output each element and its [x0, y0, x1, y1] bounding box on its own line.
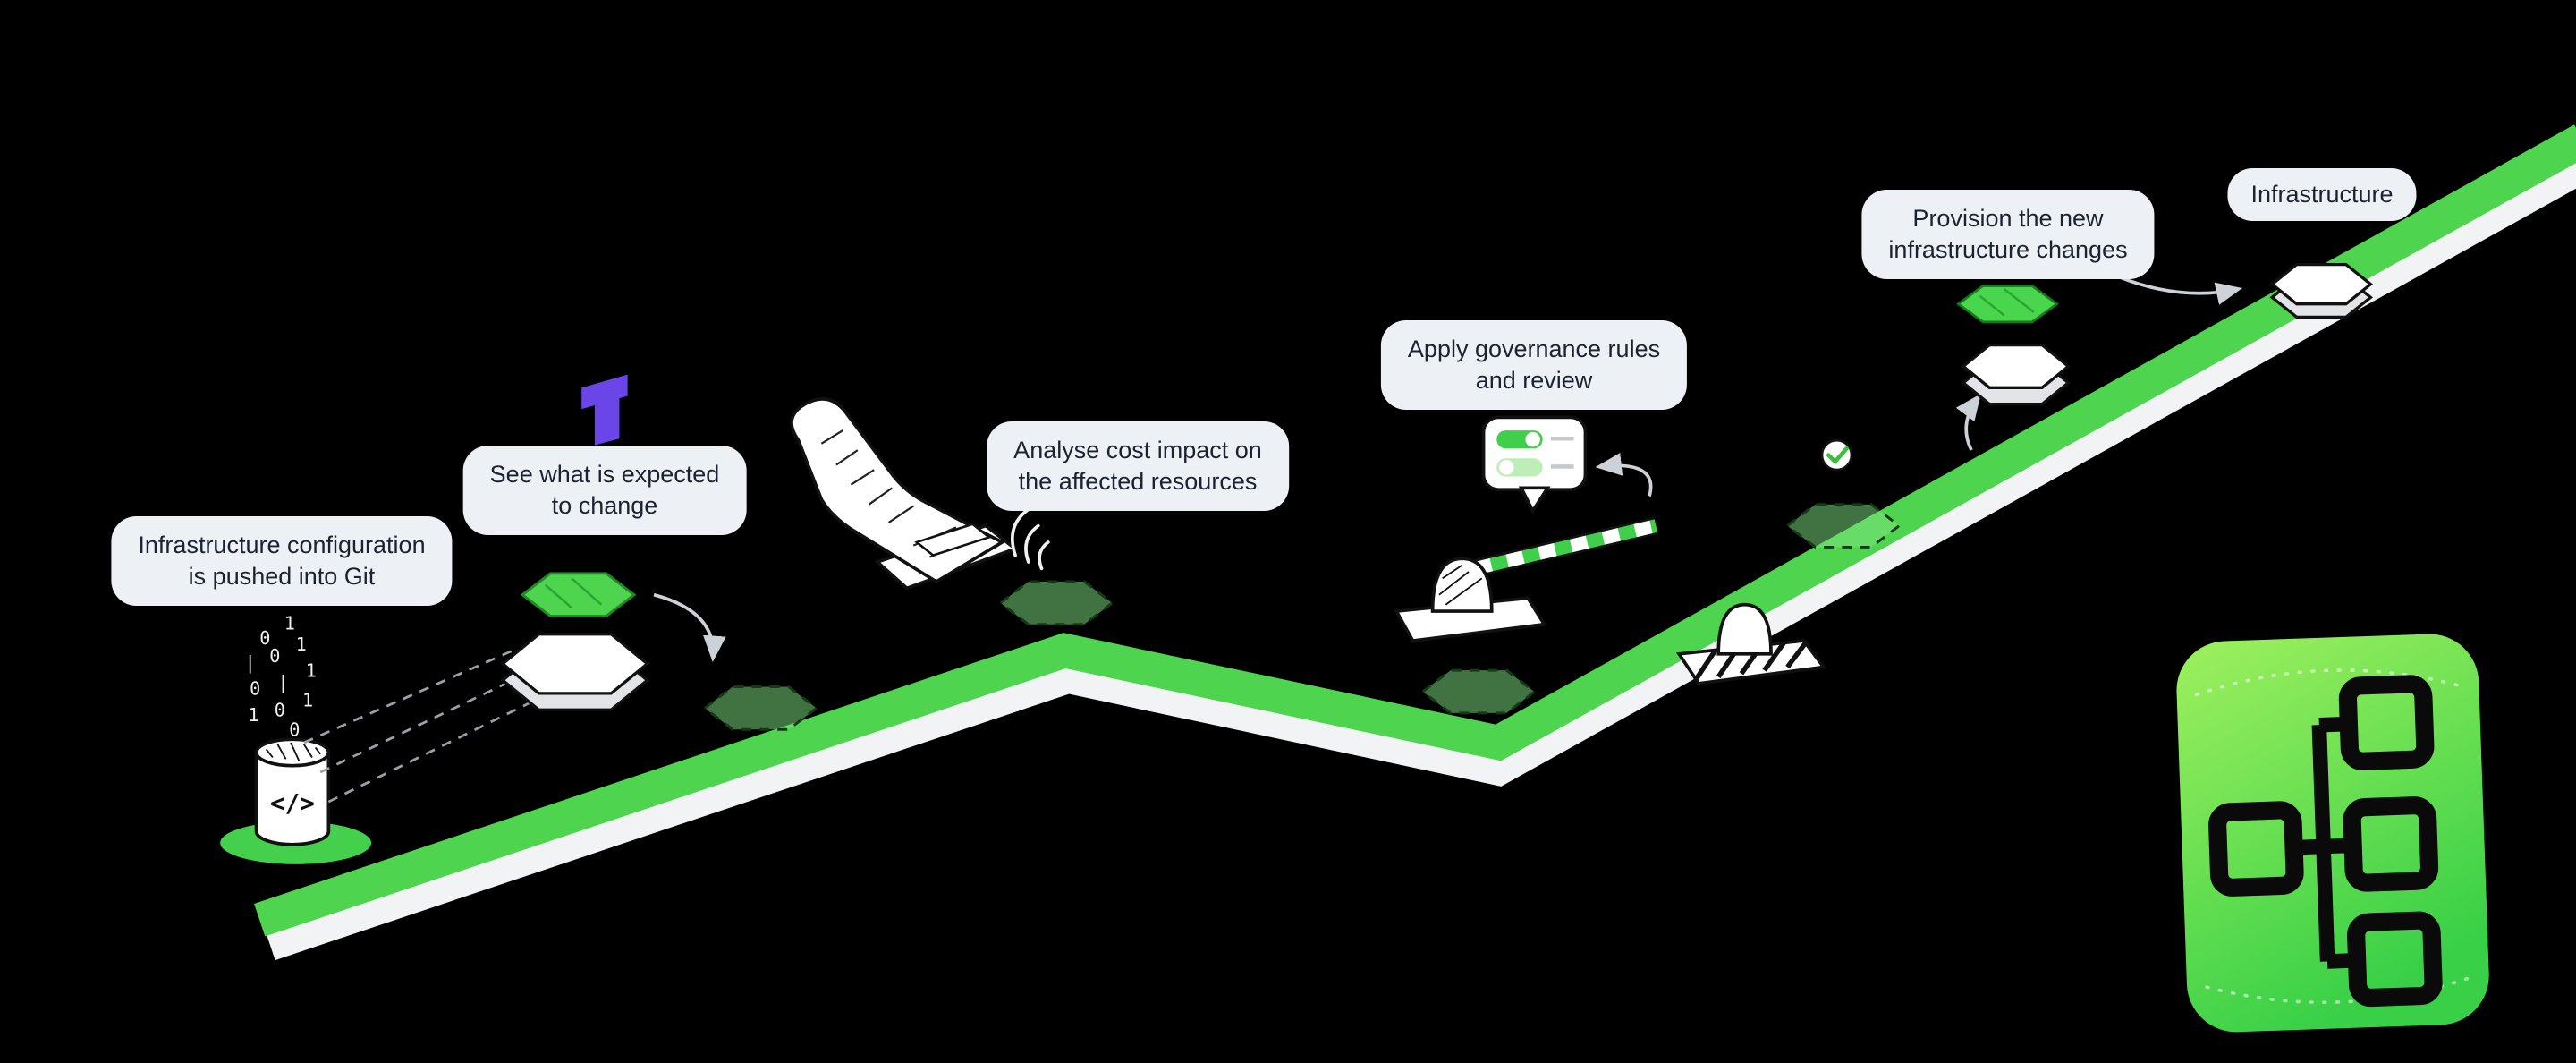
receipt-illustration [790, 397, 1019, 591]
gate-dome [1430, 557, 1494, 613]
sitemap-icon [2208, 675, 2443, 1008]
road-underside [263, 148, 2576, 961]
bollard-illustration [1675, 602, 1827, 685]
hex-plate-top [500, 633, 650, 695]
curved-arrow-to-road [653, 592, 726, 662]
callout-cost-impact: Analyse cost impact on the affected reso… [987, 421, 1289, 512]
infrastructure-hexagon [2269, 262, 2374, 319]
gate-arm [1473, 519, 1658, 575]
toggle-off-knob [1499, 460, 1514, 475]
code-can-illustration: </> 0 1 | 0 1 0 | 1 1 0 1 0 [220, 612, 530, 864]
white-hexagon-top [1961, 343, 2072, 389]
callout-infrastructure: Infrastructure [2227, 168, 2417, 222]
green-hexagon [520, 572, 637, 618]
code-symbol: </> [270, 789, 315, 818]
speech-bubble [1481, 415, 1588, 492]
svg-text:1: 1 [306, 660, 317, 682]
svg-text:0: 0 [275, 700, 285, 721]
gate-dome-hatch [1438, 564, 1483, 606]
toggles-bubble-illustration [1481, 415, 1653, 514]
waypoint-hexagons [702, 503, 1902, 731]
svg-text:0: 0 [250, 678, 260, 700]
hexagon-waypoint-4 [1784, 503, 1902, 549]
code-can-body [254, 752, 331, 846]
callout-governance-review: Apply governance rules and review [1380, 320, 1688, 411]
hexagon-waypoint-1 [702, 685, 819, 731]
green-hexagon-floating [1956, 285, 2059, 324]
logo-dotted-top [2194, 668, 2462, 697]
barrier-gate-illustration [1394, 516, 1658, 643]
terraform-logo [581, 374, 628, 446]
svg-text:|: | [277, 671, 288, 693]
svg-text:0: 0 [259, 627, 270, 649]
road [254, 124, 2576, 961]
svg-text:0: 0 [269, 645, 280, 667]
hexagon-waypoint-3 [1420, 668, 1537, 715]
receipt-paper [790, 397, 1006, 584]
can-lid-hatch [265, 742, 321, 761]
callout-provision-changes: Provision the new infrastructure changes [1861, 190, 2155, 280]
check-ball-icon [1820, 438, 1853, 472]
road-surface [254, 124, 2576, 937]
infrastructure-map-logo [2176, 634, 2489, 1033]
callout-push-to-git: Infrastructure configuration is pushed i… [111, 516, 453, 607]
svg-text:0: 0 [289, 719, 300, 741]
green-hex-stripes-2 [1979, 288, 2035, 317]
receipt-slot [914, 523, 992, 557]
toggle-on-knob [1525, 431, 1540, 447]
terraform-stem [594, 395, 620, 446]
code-can-lid [254, 737, 331, 768]
curved-arrow-to-bubble [1595, 453, 1653, 497]
logo-backplate [2176, 634, 2489, 1033]
svg-text:1: 1 [302, 690, 313, 711]
terraform-bar [581, 374, 628, 410]
svg-text:1: 1 [248, 704, 258, 726]
green-hex-stripes [544, 577, 603, 609]
provision-hexagons [1955, 254, 2243, 451]
dashed-projection-lines [303, 649, 530, 804]
curved-arrow-up [1955, 393, 1981, 451]
signal-waves-icon [1011, 507, 1050, 571]
logo-dotted-bottom [2205, 975, 2471, 1005]
plan-hexagon-plate [500, 572, 726, 711]
svg-text:|: | [245, 651, 256, 673]
svg-text:1: 1 [296, 634, 307, 655]
binary-digits: 0 1 | 0 1 0 | 1 1 0 1 0 [245, 612, 317, 740]
infra-hex-top [2269, 262, 2374, 306]
callout-expected-change: See what is expected to change [462, 446, 747, 536]
svg-text:1: 1 [284, 612, 295, 634]
speech-bubble-tail [1518, 486, 1551, 514]
bollard-dome [1716, 602, 1773, 656]
hexagon-waypoint-2 [998, 580, 1114, 626]
